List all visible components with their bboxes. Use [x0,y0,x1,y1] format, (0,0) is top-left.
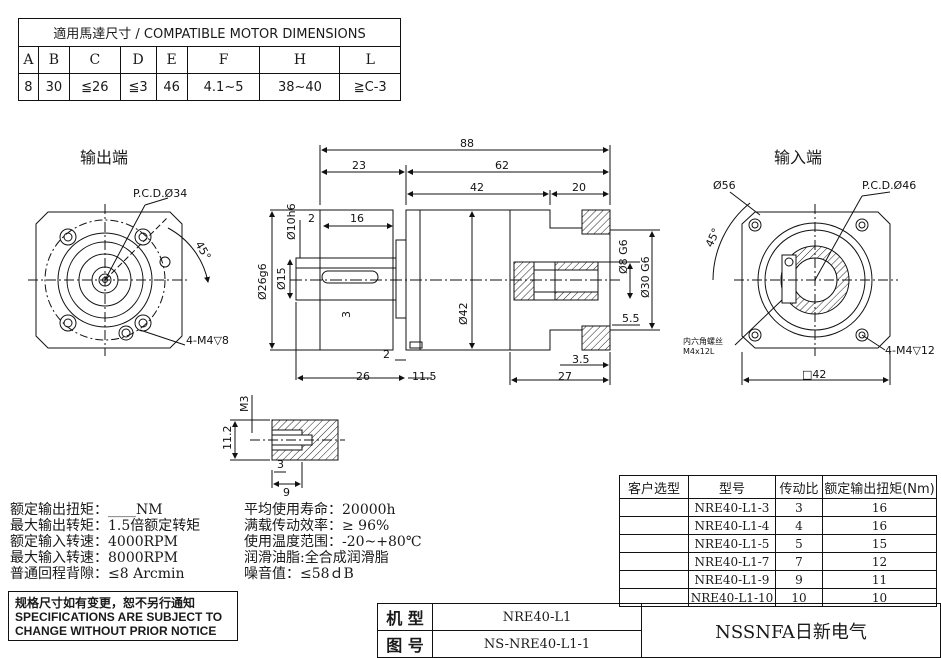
spec-noise: 噪音值：≤58ｄB [244,566,354,582]
title-block: 机 型 NRE40-L1 图 号 NS-NRE40-L1-1 NSSNFA日新电… [377,603,941,658]
model-header-ratio: 传动比 [775,475,823,499]
detail-11-2: 11.2 [221,426,234,451]
compat-value-h: 38~40 [259,73,341,101]
detail-9: 9 [283,486,290,499]
m4-left: 4-M4▽8 [186,334,229,347]
hex-screw-size: M4x12L [683,347,715,356]
spec-max-speed: 最大输入转速：8000RPM [10,550,178,566]
company-name: NSSNFA日新电气 [641,603,941,658]
spec-lubricant: 润滑油脂:全合成润滑脂 [244,550,389,566]
notice-line-cn: 规格尺寸如有变更，恕不另行通知 [15,596,196,610]
dim-11-5: 11.5 [412,370,437,383]
dim-phi26: Ø26g6 [256,263,269,300]
dim-2-bottom: 2 [383,348,390,361]
dim-16: 16 [350,212,364,225]
model-header-model: 型号 [688,475,776,499]
compatible-motor-table: 適用馬達尺寸 / COMPATIBLE MOTOR DIMENSIONS A B… [18,18,401,101]
m4-right: 4-M4▽12 [885,344,935,357]
compat-value-f: 4.1~5 [186,73,261,101]
spec-rated-torque: 额定输出扭矩：____NM [10,502,163,518]
detail-3: 3 [277,458,284,471]
compat-header-d: D [119,46,157,74]
spec-efficiency: 满载传动效率：≥ 96% [244,518,390,534]
compat-header-e: E [155,46,188,74]
angle-45-left: 45° [192,239,213,262]
dim-62: 62 [495,159,509,172]
drawing-value: NS-NRE40-L1-1 [432,630,642,658]
compat-table-title: 適用馬達尺寸 / COMPATIBLE MOTOR DIMENSIONS [18,18,401,47]
shaft-detail-view [230,395,345,488]
compat-value-d: ≦3 [119,73,157,101]
spec-list-left: 额定输出扭矩：____NM 最大输出转矩：1.5倍额定转矩 额定输入转速：400… [10,502,200,582]
dim-phi42: Ø42 [457,302,470,325]
compat-value-l: ≧C-3 [339,73,401,101]
spec-backlash: 普通回程背隙：≤8 Arcmin [10,566,185,582]
output-end-view [28,197,210,356]
dim-phi8: Ø8 G6 [617,239,630,274]
input-end-view [712,191,898,385]
model-label: 机 型 [377,603,433,631]
drawing-label: 图 号 [377,630,433,658]
dim-phi56: Ø56 [713,179,736,192]
notice-line-en1: SPECIFICATIONS ARE SUBJECT TO [15,610,223,624]
model-header-torque: 额定输出扭矩(Nm) [822,475,937,499]
dim-overall-length: 88 [460,137,474,150]
model-value: NRE40-L1 [432,603,642,631]
notice-line-en2: CHANGE WITHOUT PRIOR NOTICE [15,624,217,638]
angle-45-right: 45° [703,226,723,249]
dim-23: 23 [352,159,366,172]
spec-list-right: 平均使用寿命：20000h 满载传动效率：≥ 96% 使用温度范围：-20~+8… [244,502,421,582]
compat-value-e: 46 [155,73,188,101]
change-notice: 规格尺寸如有变更，恕不另行通知 SPECIFICATIONS ARE SUBJE… [8,591,238,641]
compat-value-c: ≦26 [69,73,121,101]
spec-temperature: 使用温度范围：-20~+80℃ [244,534,422,550]
input-end-label: 输入端 [774,148,823,167]
detail-m3: M3 [238,396,251,413]
dim-5-5: 5.5 [622,312,640,325]
dim-20: 20 [572,181,586,194]
dim-3: 3 [340,311,353,318]
spec-max-torque: 最大输出转矩：1.5倍额定转矩 [10,518,201,534]
dim-42: 42 [470,181,484,194]
dim-phi10: Ø10h6 [285,203,298,240]
dim-26: 26 [356,370,370,383]
dim-phi15: Ø15 [275,267,288,290]
model-header-customer: 客户选型 [619,475,689,499]
pcd-34: P.C.D.Ø34 [133,187,187,200]
dim-27: 27 [558,370,572,383]
dim-square42: □42 [802,368,826,381]
hex-screw-label: 内六角螺丝 [683,336,723,346]
spec-lifetime: 平均使用寿命：20000h [244,502,396,518]
output-end-label: 输出端 [80,148,129,167]
spec-rated-speed: 额定输入转速：4000RPM [10,534,178,550]
side-section-view [269,145,660,385]
compat-value-b: 30 [37,73,71,101]
dim-3-5: 3.5 [572,353,590,366]
pcd-46: P.C.D.Ø46 [862,179,916,192]
dim-2-top: 2 [308,212,315,225]
dim-phi30: Ø30 G6 [639,256,652,298]
